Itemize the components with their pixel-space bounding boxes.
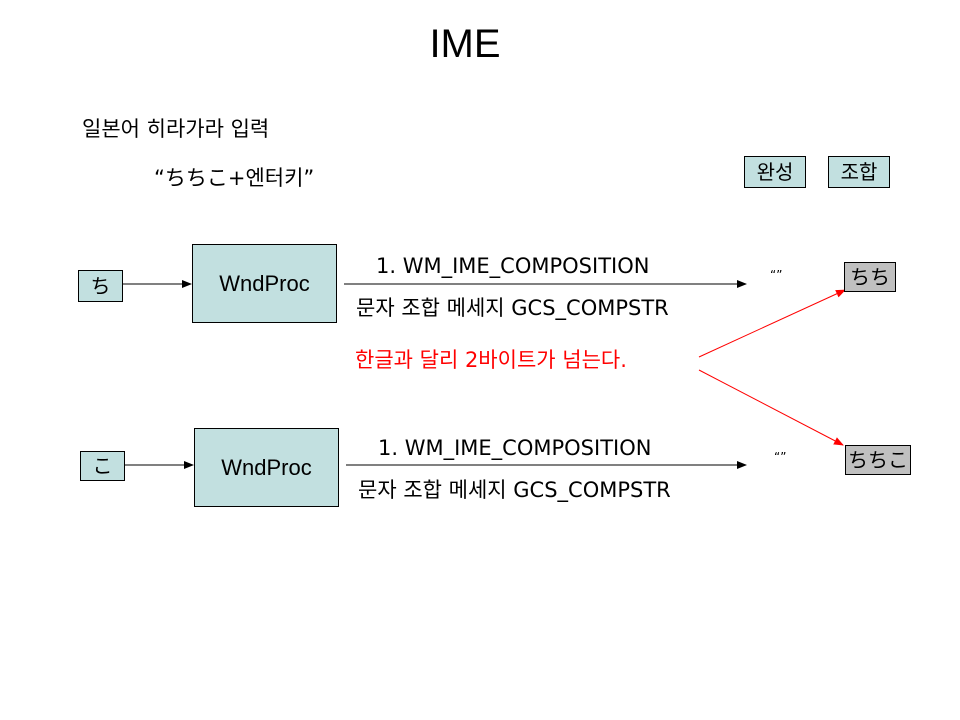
message-label-2: 1. WM_IME_COMPOSITION bbox=[378, 436, 652, 460]
result-box-2: ちちこ bbox=[845, 445, 911, 475]
wndproc-box-1: WndProc bbox=[192, 244, 337, 323]
red-arrow-up bbox=[698, 289, 846, 358]
page-title: IME bbox=[429, 22, 501, 66]
subtitle: 일본어 히라가라 입력 bbox=[82, 117, 270, 141]
input-char-box-1: ち bbox=[78, 270, 123, 302]
empty-quote-1: “” bbox=[770, 268, 783, 282]
empty-quote-2: “” bbox=[774, 450, 787, 464]
note-text: 한글과 달리 2바이트가 넘는다. bbox=[355, 348, 627, 372]
legend-compose: 조합 bbox=[828, 156, 890, 188]
red-arrow-down bbox=[698, 369, 844, 446]
input-char-box-2: こ bbox=[80, 451, 125, 481]
message-label-1: 1. WM_IME_COMPOSITION bbox=[376, 254, 650, 278]
legend-complete: 완성 bbox=[744, 156, 806, 188]
result-box-1: ちち bbox=[844, 262, 896, 292]
message-desc-1: 문자 조합 메세지 GCS_COMPSTR bbox=[356, 296, 669, 320]
keys-label: “ちちこ+엔터키” bbox=[154, 166, 315, 190]
message-desc-2: 문자 조합 메세지 GCS_COMPSTR bbox=[358, 478, 671, 502]
wndproc-box-2: WndProc bbox=[194, 428, 339, 507]
